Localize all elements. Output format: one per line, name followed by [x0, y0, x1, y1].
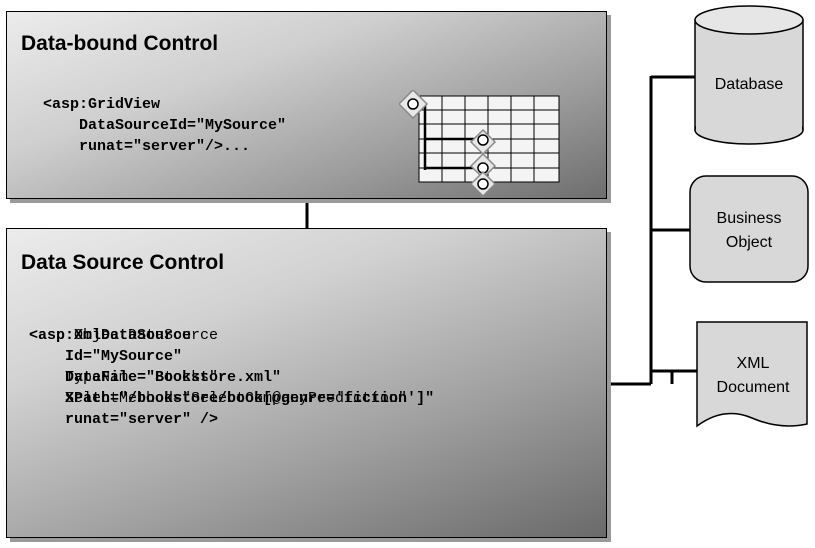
data-bound-control-title: Data-bound Control	[21, 32, 219, 55]
data-source-control-panel: Data Source Control <asp:XmlDataSource I…	[6, 228, 607, 538]
code-line: runat="server" />	[29, 411, 219, 428]
code-line: DataFile="Bookstore.xml"	[29, 369, 282, 386]
database-icon	[694, 5, 804, 145]
database-label: Database	[714, 76, 784, 93]
data-source-control-title: Data Source Control	[21, 251, 225, 274]
overlay-line: TypeName="Stocks"	[29, 369, 219, 386]
xml-document-label: XML Document	[716, 355, 790, 396]
gridview-icon	[399, 90, 560, 198]
grid-connector-icons	[399, 90, 497, 198]
overlay-line: SelectMethod="SelectCompanyPrediction"	[29, 390, 408, 407]
business-object-icon	[689, 175, 809, 283]
business-object-label: Business Object	[716, 210, 782, 251]
objectdatasource-code-overlay: <asp:ObjectDataSource TypeName="Stocks" …	[29, 325, 407, 409]
code-line: XPath="/bookstore/book[@genre='fiction']…	[29, 390, 435, 407]
xml-document-icon	[696, 321, 808, 428]
xmldatasource-code: <asp:XmlDataSource Id="MySource" DataFil…	[29, 325, 434, 430]
gridview-code: <asp:GridView DataSourceId="MySource" ru…	[43, 96, 287, 155]
data-bound-control-panel: Data-bound Control <asp:GridView DataSou…	[6, 11, 607, 199]
code-line: <asp:XmlDataSource	[29, 327, 192, 344]
code-line: Id="MySource"	[29, 348, 183, 365]
overlay-line: <asp:ObjectDataSource	[29, 327, 219, 344]
